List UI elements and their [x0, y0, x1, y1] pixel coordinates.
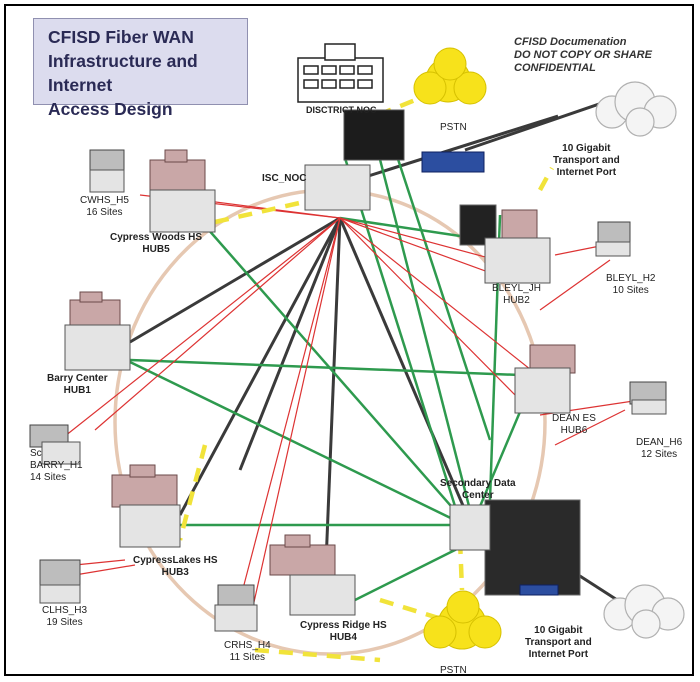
pstn-top-label: PSTN	[440, 122, 467, 133]
diagram-frame	[4, 4, 694, 676]
bleyl-h2-line-1: BLEYL_H2	[606, 273, 656, 284]
cwhs-h5-label: CWHS_H5 16 Sites	[80, 195, 129, 219]
dean-es-label: DEAN ES HUB6	[552, 413, 596, 437]
bleyl-jh-line-1: BLEYL_JH	[492, 283, 541, 294]
barry-h1-label: Sc BARRY_H1 14 Sites	[30, 448, 83, 484]
transport-top-line-2: Transport and	[553, 155, 620, 166]
cypress-woods-line-2: HUB5	[142, 244, 170, 255]
crhs-h4-label: CRHS_H4 11 Sites	[224, 640, 271, 664]
pstn-cloud-bottom	[423, 590, 502, 650]
cypresslakes-line-2: HUB3	[161, 567, 189, 578]
barry-h1-line-3: 14 Sites	[30, 472, 67, 483]
crhs-h4-line-1: CRHS_H4	[224, 640, 271, 651]
title-line-1: CFISD Fiber WAN	[48, 27, 194, 47]
bleyl-h2-line-2: 10 Sites	[612, 285, 649, 296]
barry-h1-line-1: Sc	[30, 448, 42, 459]
barry-center-line-1: Barry Center	[47, 373, 108, 384]
bleyl-jh-label: BLEYL_JH HUB2	[492, 283, 541, 307]
transport-top-line-1: 10 Gigabit	[562, 143, 611, 154]
secondary-dc-label: Secondary Data Center	[440, 478, 516, 502]
hub-devices	[39, 164, 667, 632]
internet-cloud-top	[595, 81, 677, 137]
dean-h6-line-2: 12 Sites	[641, 449, 678, 460]
secondary-dc-rack	[484, 499, 581, 596]
secondary-dc-firewall	[519, 584, 559, 596]
district-noc-building	[297, 43, 384, 103]
title-line-3: Access Design	[48, 99, 173, 119]
cypress-woods-label: Cypress Woods HS HUB5	[110, 232, 202, 256]
diagram-title: CFISD Fiber WAN Infrastructure and Inter…	[33, 18, 248, 119]
notice-line-1: CFISD Documenation	[514, 36, 627, 48]
pstn-cloud-top	[413, 47, 487, 105]
cypress-ridge-label: Cypress Ridge HS HUB4	[300, 620, 387, 644]
transport-bottom-line-1: 10 Gigabit	[534, 625, 583, 636]
clhs-h3-label: CLHS_H3 19 Sites	[42, 605, 87, 629]
clhs-h3-line-2: 19 Sites	[46, 617, 83, 628]
red-links	[59, 194, 641, 621]
cypress-woods-line-1: Cypress Woods HS	[110, 232, 203, 243]
transport-top-line-3: Internet Port	[556, 167, 617, 178]
bleyl-jh-line-2: HUB2	[503, 295, 530, 306]
barry-center-line-2: HUB1	[63, 385, 91, 396]
firewall-device	[421, 151, 485, 173]
barry-h1-line-2: BARRY_H1	[30, 460, 83, 471]
cwhs-h5-line-2: 16 Sites	[86, 207, 123, 218]
crhs-h4-line-2: 11 Sites	[229, 652, 266, 663]
cypresslakes-label: CypressLakes HS HUB3	[133, 555, 218, 579]
isc-noc-label: ISC_NOC	[262, 173, 307, 184]
transport-bottom-line-2: Transport and	[525, 637, 592, 648]
district-noc-label: DISCTRICT NOC	[306, 105, 377, 115]
district-noc-rack	[343, 109, 405, 161]
dean-h6-line-1: DEAN_H6	[636, 437, 683, 448]
title-line-2: Infrastructure and Internet	[48, 51, 198, 95]
clhs-h3-line-1: CLHS_H3	[42, 605, 88, 616]
internet-cloud-bottom	[603, 584, 685, 639]
transport-bottom-line-3: Internet Port	[528, 649, 589, 660]
barry-center-label: Barry Center HUB1	[47, 373, 108, 397]
secondary-dc-line-1: Secondary Data	[440, 478, 516, 489]
cwhs-h5-line-1: CWHS_H5	[80, 195, 129, 206]
dean-es-line-2: HUB6	[560, 425, 588, 436]
notice-line-2: DO NOT COPY OR SHARE	[514, 49, 652, 61]
transport-bottom-label: 10 Gigabit Transport and Internet Port	[525, 625, 592, 661]
confidential-notice: CFISD Documenation DO NOT COPY OR SHARE …	[514, 36, 689, 75]
dean-es-line-1: DEAN ES	[552, 413, 596, 424]
cypress-ridge-line-2: HUB4	[329, 632, 357, 643]
cypress-ridge-line-1: Cypress Ridge HS	[300, 620, 387, 631]
bleyl-h2-label: BLEYL_H2 10 Sites	[606, 273, 655, 297]
notice-line-3: CONFIDENTIAL	[514, 62, 596, 74]
cypresslakes-line-1: CypressLakes HS	[133, 555, 218, 566]
dean-h6-label: DEAN_H6 12 Sites	[636, 437, 682, 461]
secondary-dc-line-2: Center	[461, 490, 494, 501]
green-links	[129, 139, 527, 602]
pstn-bottom-label: PSTN	[440, 665, 467, 676]
transport-top-label: 10 Gigabit Transport and Internet Port	[553, 143, 620, 179]
